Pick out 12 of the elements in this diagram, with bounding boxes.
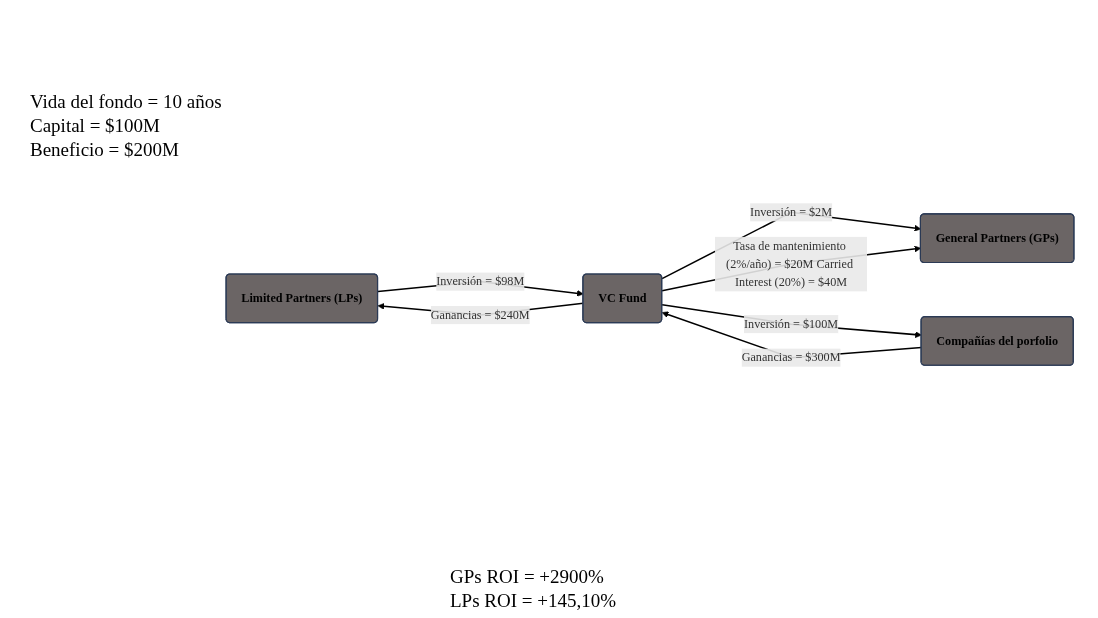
arrow	[661, 304, 922, 338]
note-text: Beneficio = $200M	[30, 138, 180, 162]
note-text: LPs ROI = +145,10%	[450, 589, 617, 613]
edge-label: Inversión = $2M	[750, 205, 833, 219]
note-text: Vida del fondo = 10 años	[30, 90, 222, 114]
note-text: GPs ROI = +2900%	[450, 565, 605, 589]
edge-label: Inversión = $100M	[744, 317, 839, 331]
edge-label: Inversión = $98M	[436, 274, 525, 288]
edge-label: Tasa de mantenimiento (2%/año) = $20M Carried Interest (20%) = $40M	[726, 238, 853, 289]
note-text: Capital = $100M	[30, 114, 161, 138]
edge-label: Ganancias = $300M	[741, 350, 841, 364]
edge-label: Ganancias = $240M	[430, 308, 530, 322]
